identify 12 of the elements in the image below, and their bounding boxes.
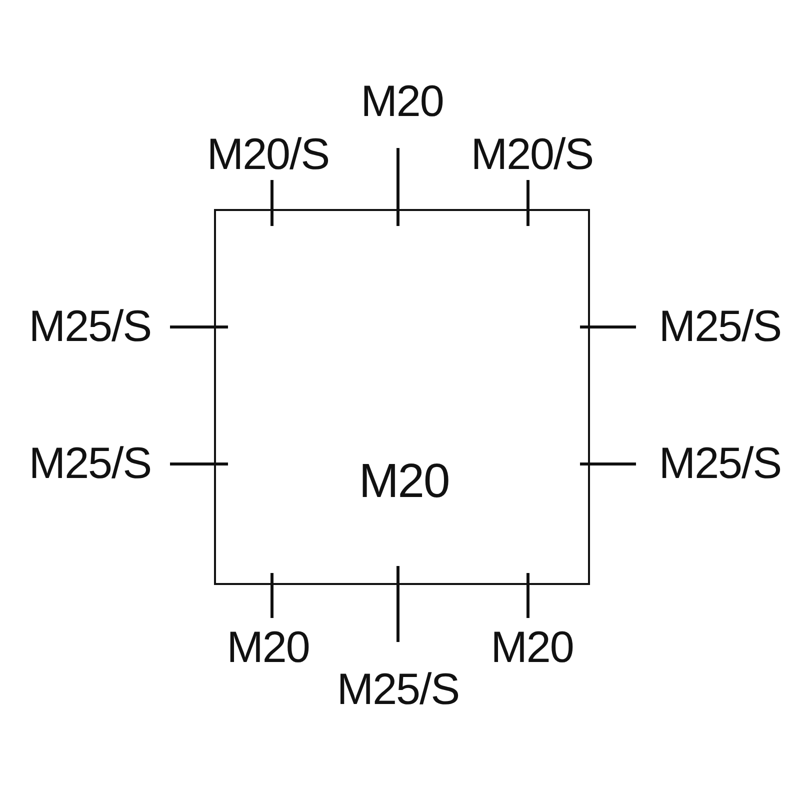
enclosure-outline [214,209,590,585]
entry-size-label: M20/S [206,133,330,177]
entry-size-label: M20 [226,626,310,670]
entry-size-label: M25/S [658,305,782,349]
entry-size-label: M20 [360,80,444,124]
enclosure-label: M20 [358,458,450,506]
entry-size-label: M20/S [470,133,594,177]
entry-size-label: M25/S [28,305,152,349]
entry-size-label: M20 [490,626,574,670]
entry-size-label: M25/S [28,442,152,486]
entry-size-label: M25/S [658,442,782,486]
entry-size-label: M25/S [336,668,460,712]
